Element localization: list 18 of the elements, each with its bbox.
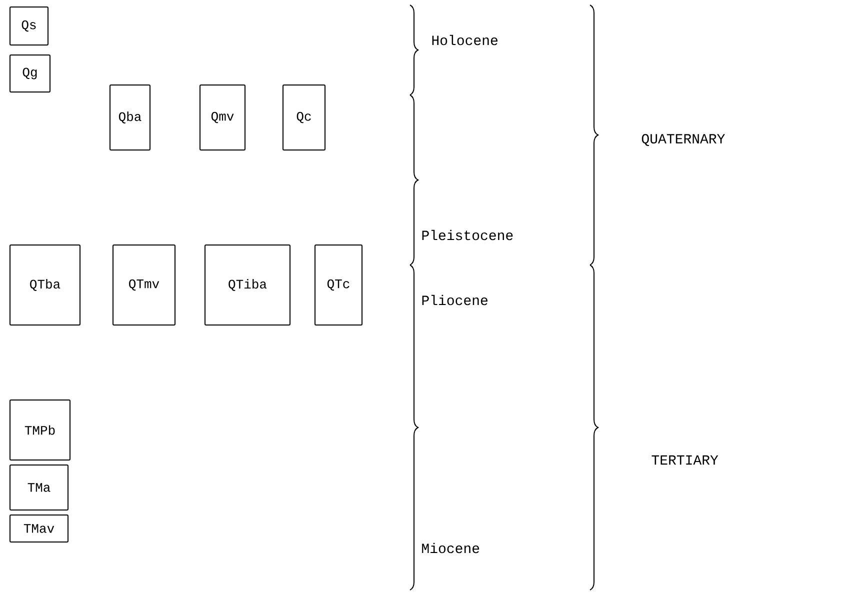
unit-box: Qg [10,54,50,92]
epoch-label: TERTIARY [652,455,718,465]
epoch-label: Pliocene [422,294,488,306]
unit-box: TMav [10,514,68,542]
unit-box: QTmv [112,244,176,326]
unit-box: Qc [282,84,326,150]
unit-box: TMPb [10,400,70,460]
unit-box: QTc [314,244,362,326]
epoch-label: Holocene [432,34,498,46]
unit-box: QTba [10,244,80,326]
unit-box: Qmv [200,84,246,150]
unit-box: QTiba [204,244,290,326]
epoch-label: Pleistocene [422,230,513,240]
epoch-label: Miocene [422,542,480,554]
unit-box: Qba [110,84,150,150]
epoch-label: QUATERNARY [642,134,725,146]
unit-box: Qs [10,6,48,46]
unit-box: TMa [10,464,68,510]
